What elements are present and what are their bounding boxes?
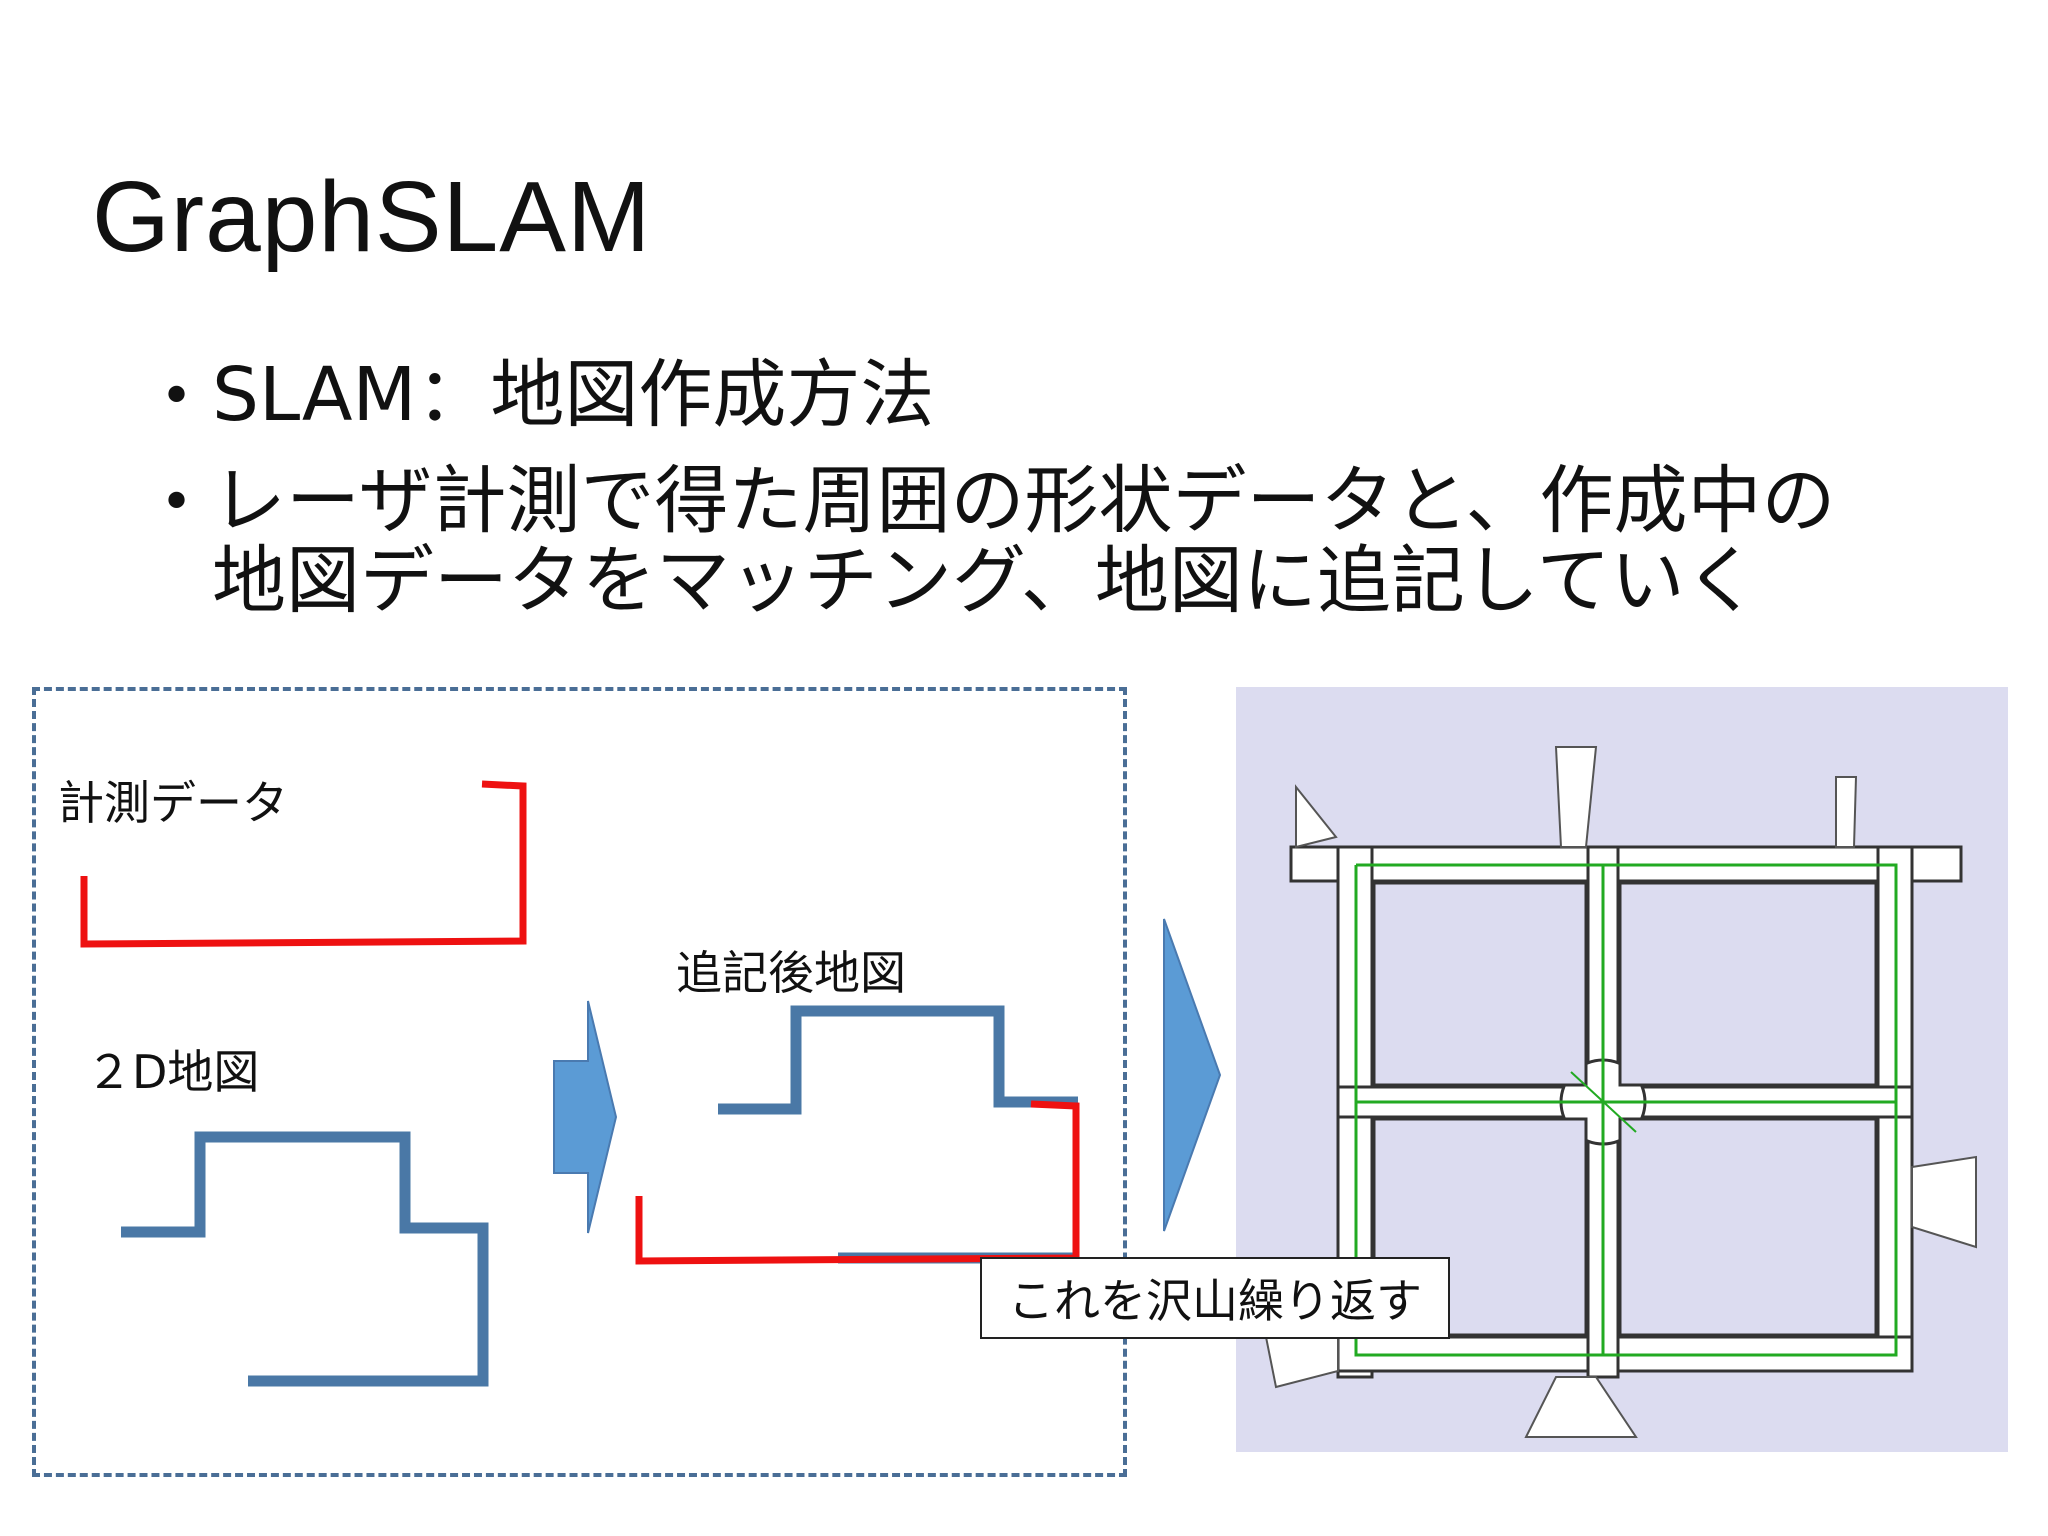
arrow-right-icon	[553, 1000, 618, 1234]
slide-title: GraphSLAM	[92, 161, 652, 273]
bullet-dot-icon: •	[160, 470, 194, 535]
big-arrow-right-icon	[1163, 918, 1222, 1232]
repeat-callout: これを沢山繰り返す	[980, 1257, 1450, 1339]
measurement-scan-line	[80, 780, 527, 948]
updated-map-outline	[718, 1005, 1078, 1115]
slam-result-map-image	[1236, 687, 2008, 1452]
bullet-text: SLAM：地図作成方法	[212, 352, 935, 438]
2d-map-label: ２D地図	[86, 1045, 260, 1099]
slam-process-diagram: 計測データ ２D地図 追記後地図	[32, 687, 1127, 1477]
bullet-item: • SLAM：地図作成方法	[160, 355, 2000, 439]
measurement-data-label: 計測データ	[58, 776, 288, 830]
bullet-dot-icon: •	[160, 364, 194, 429]
bullet-item: • レーザ計測で得た周囲の形状データと、作成中の 地図データをマッチング、地図に…	[160, 461, 2000, 621]
diagram-shapes	[80, 780, 1080, 1387]
2d-map-outline	[121, 1131, 489, 1387]
bullet-list: • SLAM：地図作成方法 • レーザ計測で得た周囲の形状データと、作成中の 地…	[160, 355, 2000, 643]
updated-map-label: 追記後地図	[676, 946, 906, 1000]
occupancy-grid-map	[1236, 687, 2008, 1452]
updated-map-scan-line	[635, 1100, 1080, 1265]
bullet-text: レーザ計測で得た周囲の形状データと、作成中の 地図データをマッチング、地図に追記…	[212, 458, 1836, 624]
